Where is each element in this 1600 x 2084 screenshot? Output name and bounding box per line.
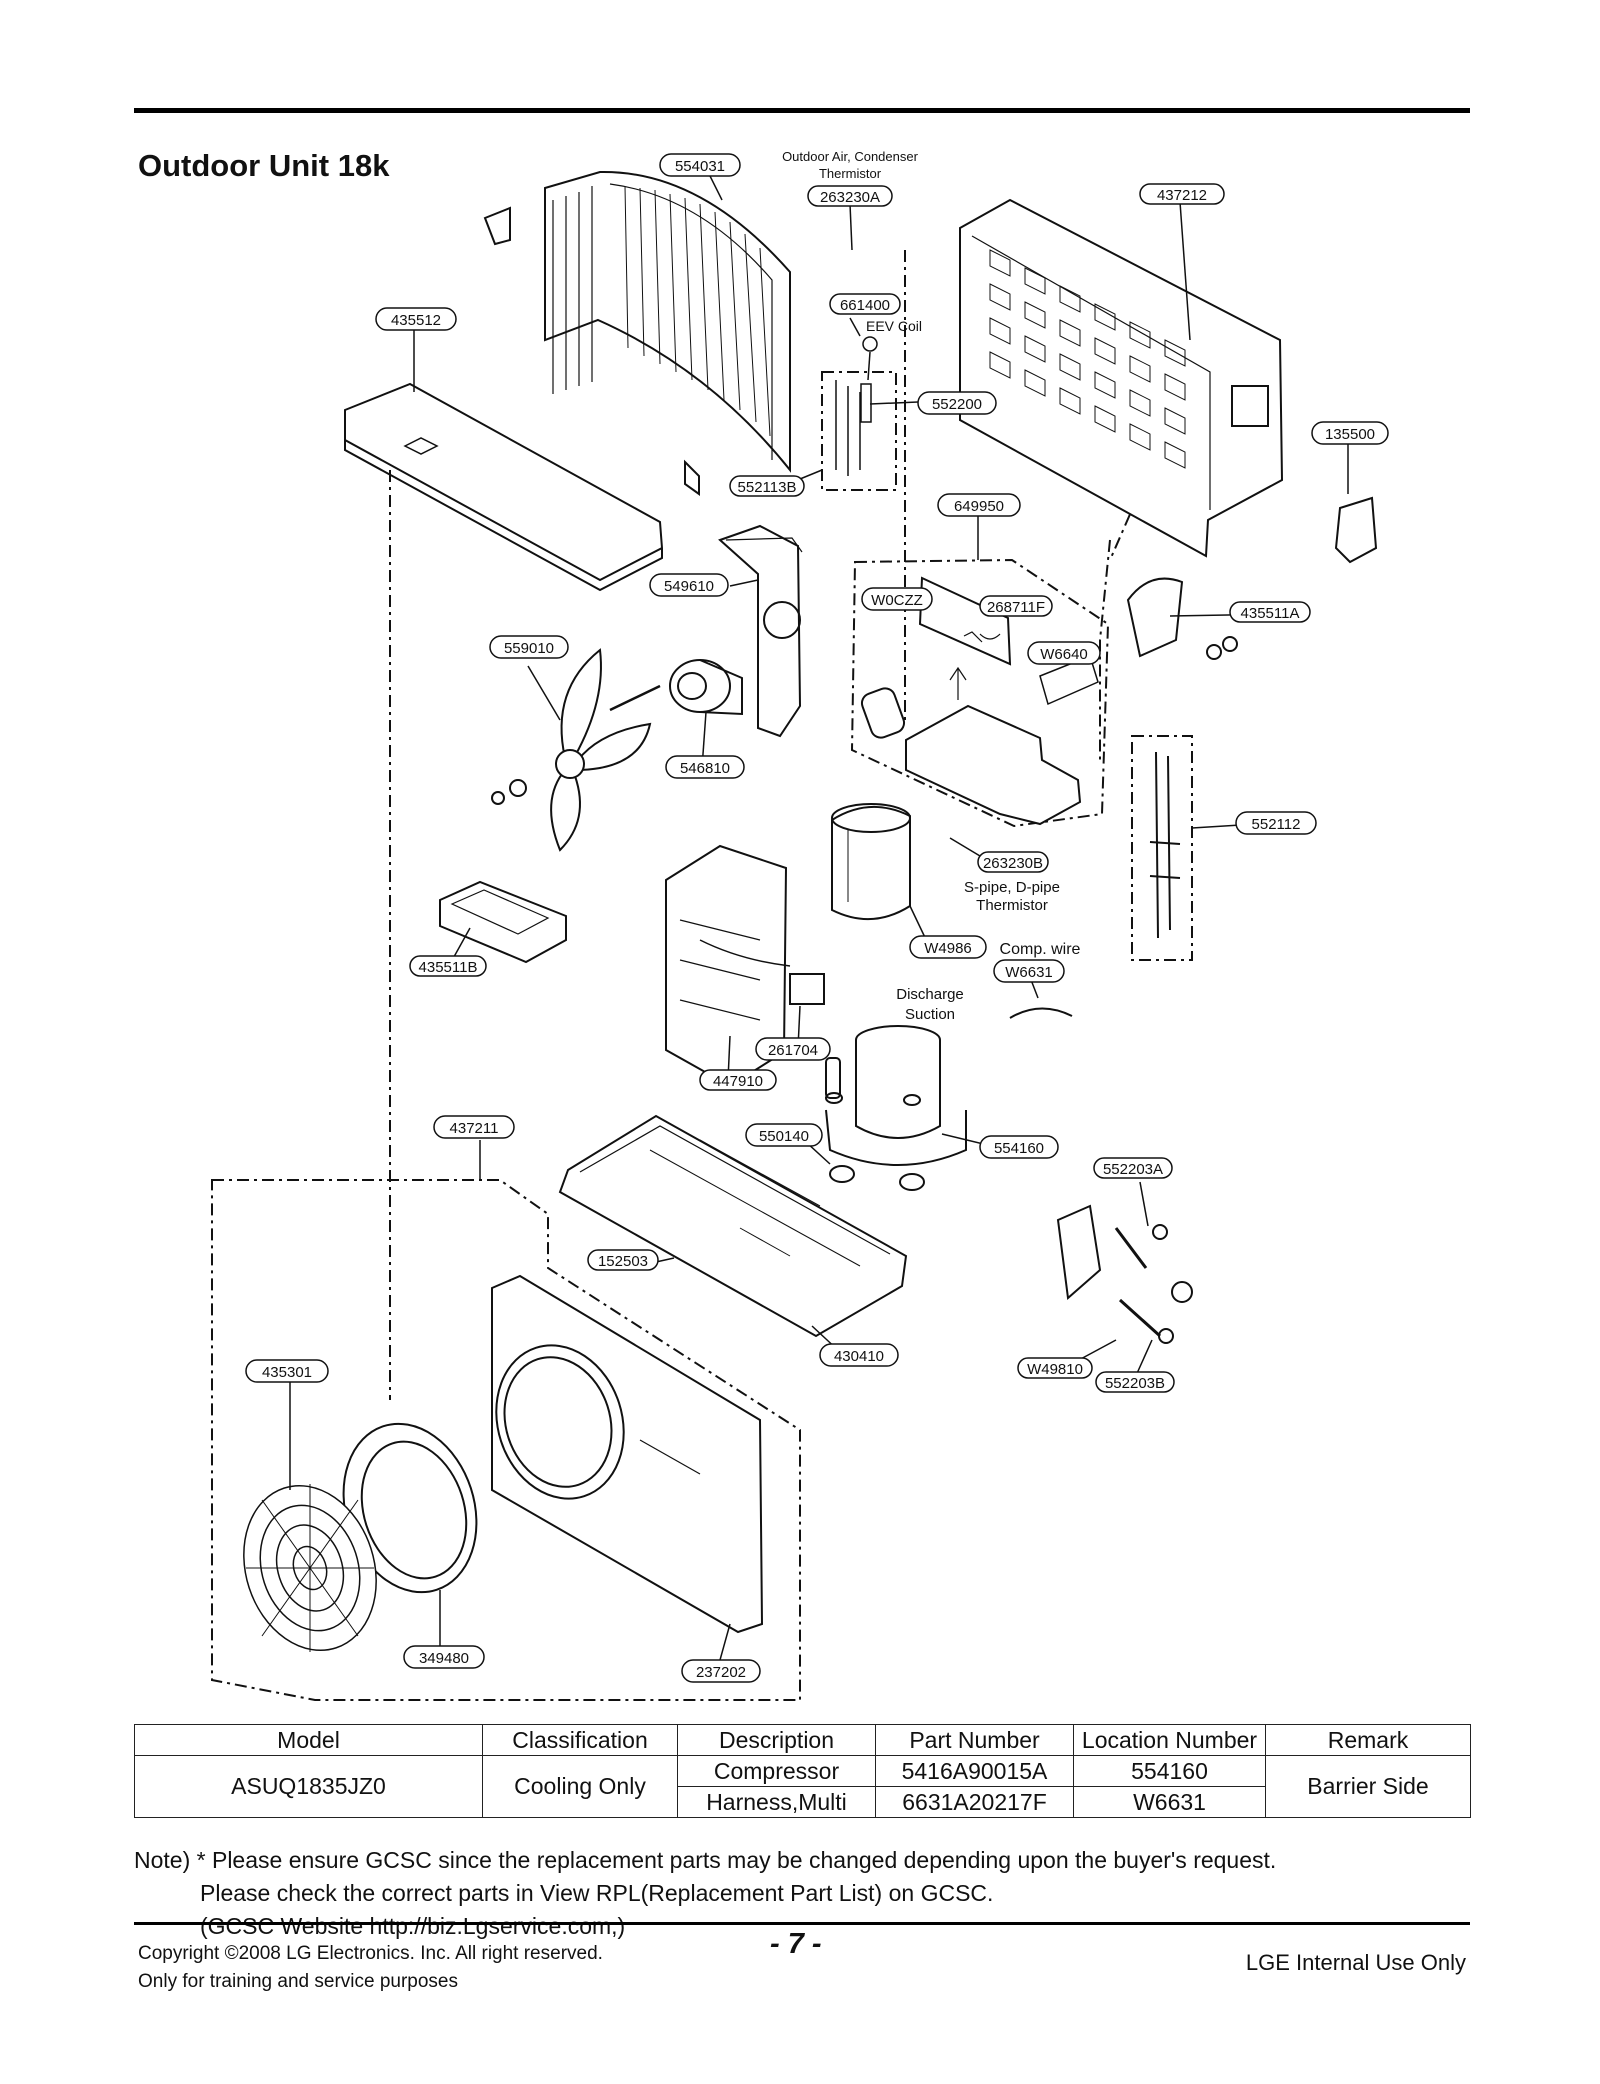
callout-552203A: 552203A xyxy=(1103,1161,1163,1178)
callout-661400: 661400 xyxy=(840,297,890,314)
header-classification: Classification xyxy=(482,1724,678,1756)
parts-table: Model Classification Description Part Nu… xyxy=(134,1724,1471,1818)
fan-grille xyxy=(243,1484,377,1652)
comp-wire xyxy=(1009,1007,1073,1019)
top-rule xyxy=(134,108,1470,113)
note-block: Note) * Please ensure GCSC since the rep… xyxy=(134,1844,1276,1943)
callout-554031: 554031 xyxy=(675,158,725,175)
callout-430410: 430410 xyxy=(834,1348,884,1365)
compressor xyxy=(825,1025,967,1191)
box-cover-435511B xyxy=(439,880,567,964)
callout-550140: 550140 xyxy=(759,1128,809,1145)
callout-135500: 135500 xyxy=(1325,426,1375,443)
internal-use-label: LGE Internal Use Only xyxy=(1245,1950,1466,1975)
cell-remark: Barrier Side xyxy=(1265,1755,1471,1818)
callout-437212: 437212 xyxy=(1157,187,1207,204)
header-remark: Remark xyxy=(1265,1724,1471,1756)
callout-263230B: 263230B xyxy=(983,855,1043,872)
condenser-coil xyxy=(483,170,791,473)
pipe-552112 xyxy=(1149,751,1181,939)
callout-261704: 261704 xyxy=(768,1042,818,1059)
callout-w49810: W49810 xyxy=(1027,1361,1083,1378)
copyright-text: Copyright ©2008 LG Electronics. Inc. All… xyxy=(138,1943,603,1964)
table-row: Harness,Multi 6631A20217F W6631 xyxy=(135,1786,1471,1818)
cell-location-number: 554160 xyxy=(1073,1755,1266,1787)
note-outdoor-air: Outdoor Air, Condenser xyxy=(782,149,919,164)
bottom-rule xyxy=(134,1922,1470,1925)
callout-447910: 447910 xyxy=(713,1073,763,1090)
table-header-row: Model Classification Description Part Nu… xyxy=(134,1724,1471,1756)
callout-549610: 549610 xyxy=(664,578,714,595)
exploded-parts-diagram: 554031 263230A 437212 435512 661400 5522… xyxy=(211,149,1389,1701)
note-comp-wire: Comp. wire xyxy=(1000,941,1081,958)
note-outdoor-air-thermistor: Thermistor xyxy=(819,166,882,181)
callout-546810: 546810 xyxy=(680,760,730,777)
note-suction: Suction xyxy=(905,1006,955,1023)
fan-motor xyxy=(609,659,743,716)
callout-554160: 554160 xyxy=(994,1140,1044,1157)
header-description: Description xyxy=(677,1724,876,1756)
valve-cover xyxy=(1126,577,1184,658)
callout-435511A: 435511A xyxy=(1241,605,1300,622)
base-pan xyxy=(558,1114,908,1338)
bracket-135500 xyxy=(1334,496,1378,564)
note-spipe-dpipe: S-pipe, D-pipe xyxy=(964,879,1060,896)
callout-649950: 649950 xyxy=(954,498,1004,515)
callout-w6631: W6631 xyxy=(1005,964,1053,981)
callout-349480: 349480 xyxy=(419,1650,469,1667)
cell-description: Compressor xyxy=(677,1755,876,1787)
service-valves xyxy=(1056,1204,1193,1344)
note-spipe-thermistor: Thermistor xyxy=(976,897,1048,914)
fan-blade xyxy=(491,648,652,852)
cell-location-number: W6631 xyxy=(1073,1786,1266,1818)
header-part-number: Part Number xyxy=(875,1724,1074,1756)
callout-w4986: W4986 xyxy=(924,940,972,957)
callout-w6640: W6640 xyxy=(1040,646,1088,663)
callout-552200: 552200 xyxy=(932,396,982,413)
cell-description: Harness,Multi xyxy=(677,1786,876,1818)
motor-bracket xyxy=(718,524,803,738)
cell-model: ASUQ1835JZ0 xyxy=(134,1755,483,1818)
header-location-number: Location Number xyxy=(1073,1724,1266,1756)
rear-panel xyxy=(959,198,1284,558)
page-title: Outdoor Unit 18k xyxy=(138,148,390,183)
callout-w0czz: W0CZZ xyxy=(871,592,923,609)
note-discharge: Discharge xyxy=(896,986,964,1003)
callout-435301: 435301 xyxy=(262,1364,312,1381)
page-number: - 7 - xyxy=(770,1928,822,1960)
reactor xyxy=(789,973,825,1005)
callout-268711F: 268711F xyxy=(987,599,1045,616)
control-box xyxy=(860,576,1099,826)
note-line-3: (GCSC Website http://biz.Lgservice.com,) xyxy=(200,1913,626,1939)
eev-assembly xyxy=(835,336,878,476)
cell-classification: Cooling Only xyxy=(482,1755,678,1818)
table-row: ASUQ1835JZ0 Cooling Only Compressor 5416… xyxy=(134,1755,1471,1818)
callout-237202: 237202 xyxy=(696,1664,746,1681)
note-line-2: Please check the correct parts in View R… xyxy=(200,1880,994,1906)
top-cover xyxy=(344,382,700,592)
copyright-block: Copyright ©2008 LG Electronics. Inc. All… xyxy=(138,1940,603,1996)
note-line-1: Note) * Please ensure GCSC since the rep… xyxy=(134,1847,1277,1873)
header-model: Model xyxy=(134,1724,483,1756)
callout-552113B: 552113B xyxy=(738,479,797,496)
cell-part-number: 6631A20217F xyxy=(875,1786,1074,1818)
training-text: Only for training and service purposes xyxy=(138,1971,458,1992)
callout-552112: 552112 xyxy=(1252,816,1301,833)
callout-552203B: 552203B xyxy=(1105,1375,1165,1392)
callout-437211: 437211 xyxy=(450,1120,499,1137)
compressor-jacket xyxy=(831,803,911,920)
callout-435511B: 435511B xyxy=(419,959,478,976)
cell-part-number: 5416A90015A xyxy=(875,1755,1074,1787)
callout-559010: 559010 xyxy=(504,640,554,657)
callout-435512: 435512 xyxy=(391,312,441,329)
callout-152503: 152503 xyxy=(598,1253,648,1270)
callout-263230A: 263230A xyxy=(820,189,880,206)
note-eev-coil: EEV Coil xyxy=(866,318,922,334)
front-panel xyxy=(491,1274,764,1634)
